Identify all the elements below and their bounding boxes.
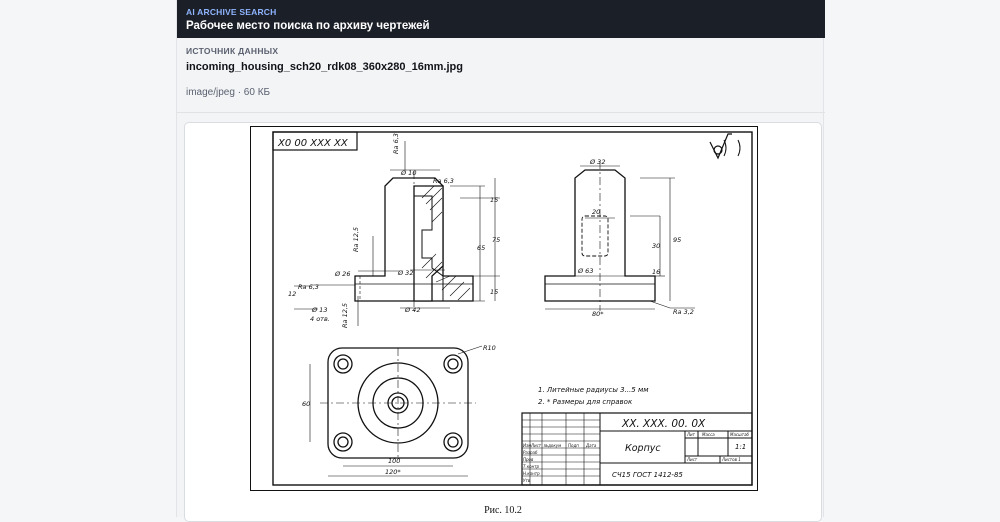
dim-12: 12	[288, 290, 296, 298]
dim-d10: Ø 10	[400, 169, 416, 177]
tb-list: Лист	[530, 443, 542, 448]
dim-65: 65	[477, 244, 485, 252]
tb-designation: XX. XXX. 00. 0X	[621, 418, 706, 430]
note-1: 1. Литейные радиусы 3...5 мм	[538, 386, 649, 394]
technical-drawing[interactable]: X0 00 XXX XX	[250, 126, 758, 491]
tb-prov: Пров	[523, 457, 534, 462]
dim-d32-front: Ø 32	[397, 269, 413, 277]
page-title: Рабочее место поиска по архиву чертежей	[186, 20, 430, 32]
dim-side-20: 20	[592, 208, 600, 216]
tb-scale: 1:1	[735, 443, 746, 451]
dim-top-100: 100	[388, 457, 400, 465]
app-shell: AI ARCHIVE SEARCH Рабочее место поиска п…	[176, 0, 825, 522]
sheet-border	[250, 126, 758, 491]
tb-nkontr: Н.контр	[523, 471, 540, 476]
data-source-panel: ИСТОЧНИК ДАННЫХ incoming_housing_sch20_r…	[186, 46, 463, 98]
dim-side-d32: Ø 32	[589, 158, 605, 166]
dim-side-80: 80*	[592, 310, 604, 318]
tb-podp: Подп	[568, 443, 579, 448]
dim-top-60: 60	[302, 400, 310, 408]
header-bar: AI ARCHIVE SEARCH Рабочее место поиска п…	[177, 0, 825, 38]
front-view-dims	[294, 141, 500, 326]
top-view-dims	[309, 345, 483, 477]
tb-listov: Листов 1	[721, 457, 741, 462]
tb-masshtab: Масштаб	[730, 432, 750, 437]
roughness-mark-icon	[709, 133, 741, 160]
tb-utv: Утв	[523, 478, 531, 483]
tb-material: СЧ15 ГОСТ 1412-85	[612, 471, 683, 479]
title-block	[521, 412, 753, 486]
tb-list-n: Лист	[686, 457, 698, 462]
dim-side-30: 30	[652, 242, 660, 250]
tb-data: Дата	[585, 443, 597, 448]
dim-top-r10: R10	[483, 344, 496, 352]
tb-part-name: Корпус	[625, 443, 661, 454]
note-2: 2. * Размеры для справок	[538, 398, 633, 406]
dim-d13: Ø 13	[311, 306, 327, 314]
dim-side-95: 95	[673, 236, 681, 244]
dim-side-d63: Ø 63	[577, 267, 593, 275]
dim-15a: 15	[490, 196, 498, 204]
tb-ndok: №докум	[543, 443, 561, 448]
tb-razrab: Разраб	[523, 450, 538, 455]
designation-box-text: X0 00 XXX XX	[277, 138, 349, 149]
figure-caption: Рис. 10.2	[484, 505, 522, 516]
dim-d42: Ø 42	[404, 306, 420, 314]
source-meta: image/jpeg · 60 КБ	[186, 87, 271, 98]
source-filename[interactable]: incoming_housing_sch20_rdk08_360x280_16m…	[186, 61, 463, 73]
dim-holes: 4 отв.	[310, 315, 330, 323]
dim-ra63-vert: Ra 6,3	[392, 133, 400, 154]
side-view	[544, 161, 656, 311]
drawing-frame	[272, 131, 753, 486]
tb-izm: Изм	[523, 443, 531, 448]
side-view-dims	[545, 165, 695, 310]
designation-box	[272, 131, 358, 151]
source-label: ИСТОЧНИК ДАННЫХ	[186, 46, 279, 56]
tb-tkontr: Т.контр	[523, 464, 540, 469]
dim-ra125-b: Ra 12,5	[341, 303, 349, 328]
dim-top-120: 120*	[385, 468, 401, 476]
dim-15b: 15	[490, 288, 498, 296]
front-view	[354, 171, 474, 311]
dim-ra63-top: Ra 6,3	[433, 177, 454, 185]
app-kicker: AI ARCHIVE SEARCH	[186, 7, 277, 17]
dim-side-16: 16	[652, 268, 660, 276]
dim-ra125-a: Ra 12,5	[352, 227, 360, 252]
dim-d26: Ø 26	[334, 270, 350, 278]
tb-lit: Лит	[686, 432, 696, 437]
dim-ra32: Ra 3,2	[673, 308, 694, 316]
dim-ra63-left: Ra 6,3	[298, 283, 319, 291]
image-preview-card: X0 00 XXX XX	[184, 122, 822, 522]
dim-75: 75	[492, 236, 500, 244]
divider	[177, 112, 825, 113]
tb-massa: Масса	[702, 432, 715, 437]
